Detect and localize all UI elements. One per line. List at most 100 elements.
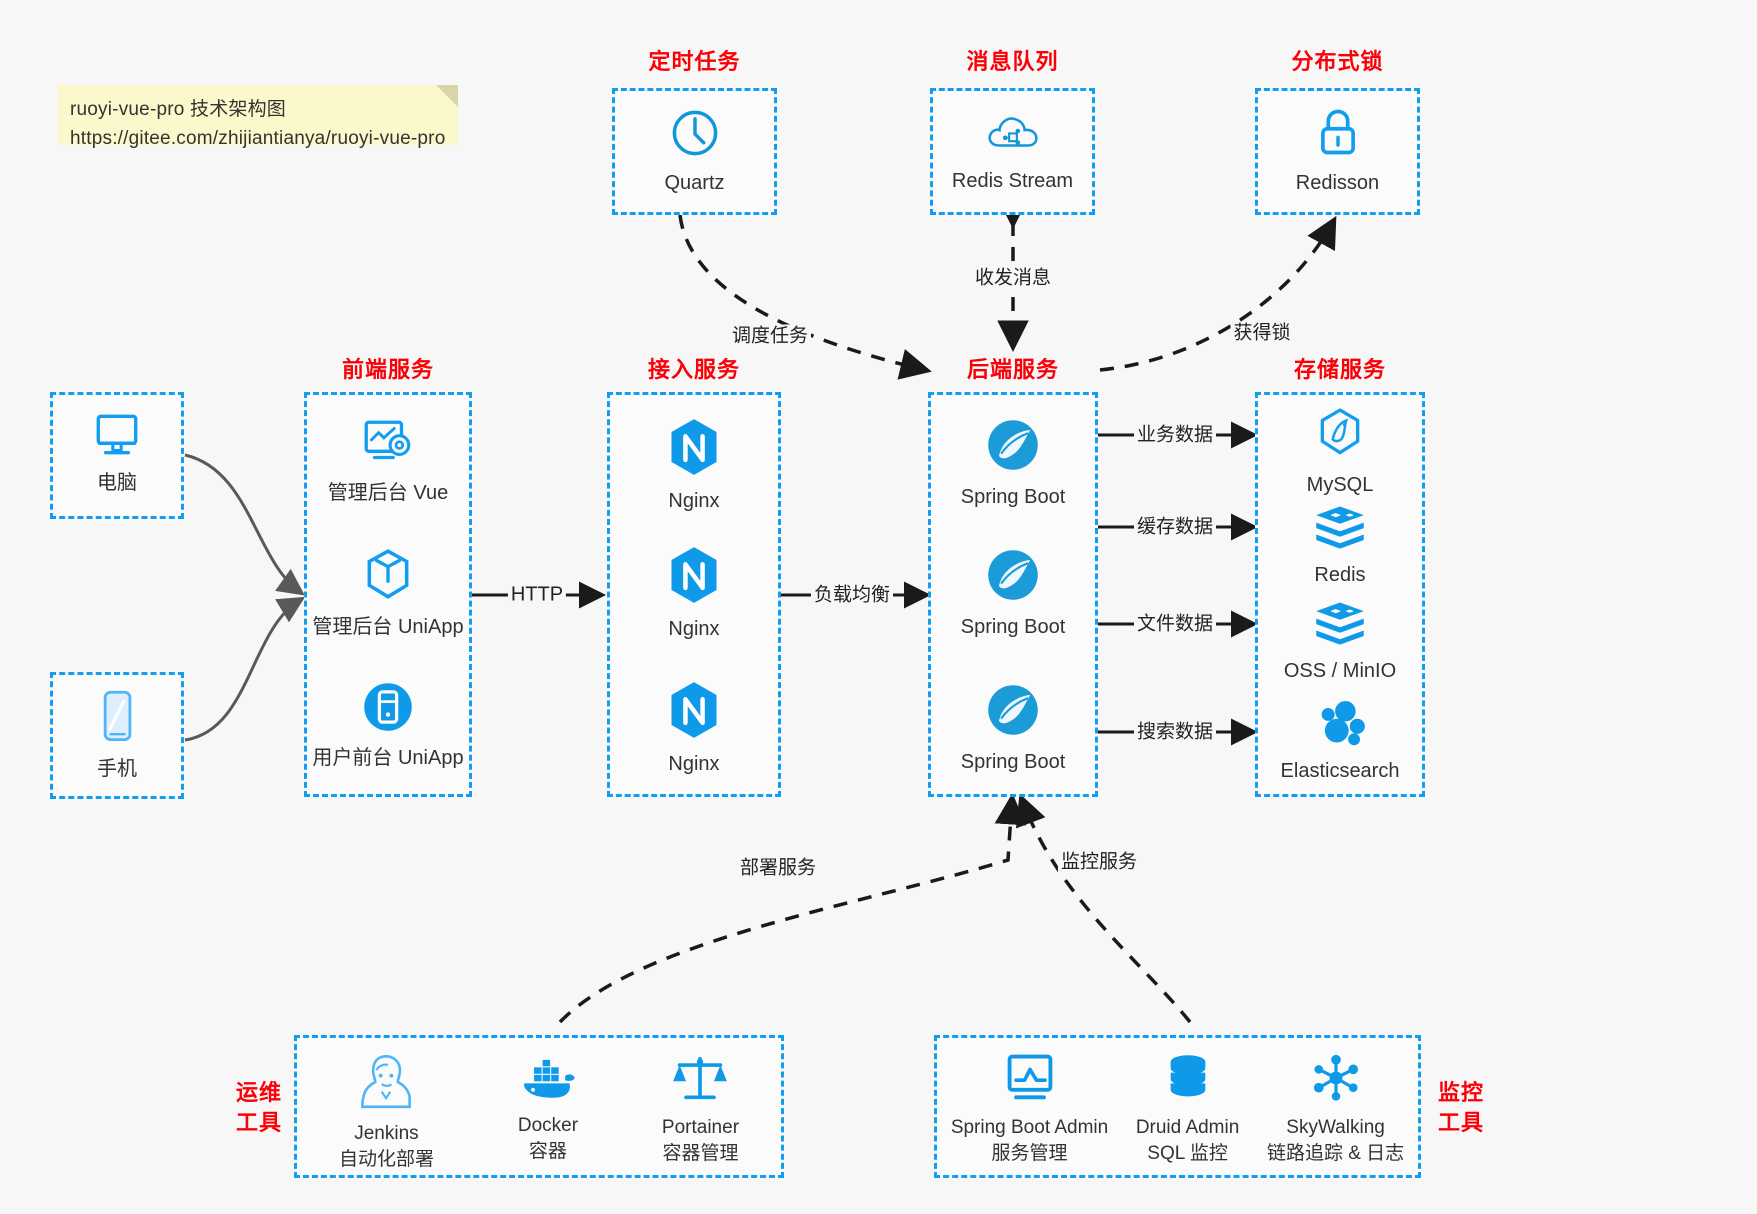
group-title-ops-tools: 运维 工具 xyxy=(228,1078,290,1138)
group-title-distributed-lock: 分布式锁 xyxy=(1291,49,1384,74)
node-sublabel: 服务管理 xyxy=(991,1143,1068,1164)
nginx-icon xyxy=(610,545,778,610)
group-distributed-lock[interactable]: Redisson xyxy=(1255,88,1420,215)
ops-title-line1: 运维 xyxy=(235,1080,282,1105)
node-docker[interactable]: Docker 容器 xyxy=(518,1052,578,1165)
node-nginx-2[interactable]: Nginx xyxy=(610,545,778,642)
node-label: Docker xyxy=(517,1115,579,1136)
spring-icon xyxy=(931,682,1095,743)
group-client-mobile[interactable]: 手机 xyxy=(50,672,184,799)
node-label: Spring Boot xyxy=(960,616,1066,638)
dashboard-icon xyxy=(307,417,469,474)
node-mysql[interactable]: MySQL xyxy=(1258,407,1422,498)
node-admin-vue[interactable]: 管理后台 Vue xyxy=(307,417,469,506)
group-ops-tools[interactable]: Jenkins 自动化部署 xyxy=(294,1035,784,1178)
cube-icon xyxy=(307,547,469,608)
edge-label-load-balance: 负载均衡 xyxy=(810,583,894,607)
node-label: Spring Boot xyxy=(960,751,1066,773)
node-spring-boot-2[interactable]: Spring Boot xyxy=(931,547,1095,640)
node-redis[interactable]: Redis xyxy=(1258,503,1422,588)
group-monitor-tools[interactable]: Spring Boot Admin 服务管理 Druid Admin SQL 监… xyxy=(934,1035,1421,1178)
oss-icon xyxy=(1258,599,1422,652)
node-mobile[interactable]: 手机 xyxy=(53,689,181,782)
node-jenkins[interactable]: Jenkins 自动化部署 xyxy=(339,1052,434,1173)
node-sublabel: 自动化部署 xyxy=(338,1149,434,1170)
monitor-title-line1: 监控 xyxy=(1437,1080,1484,1105)
node-label: OSS / MinIO xyxy=(1283,660,1397,682)
node-label: Quartz xyxy=(664,172,725,194)
node-label: Spring Boot Admin xyxy=(950,1117,1109,1138)
ops-title-line2: 工具 xyxy=(235,1110,282,1135)
nginx-icon xyxy=(610,417,778,482)
group-title-storage: 存储服务 xyxy=(1293,357,1386,382)
node-label: Jenkins xyxy=(354,1123,419,1144)
node-quartz[interactable]: Quartz xyxy=(615,107,774,196)
node-elasticsearch[interactable]: Elasticsearch xyxy=(1258,697,1422,784)
node-label: Redis Stream xyxy=(951,170,1074,192)
ops-tools-strip: Jenkins 自动化部署 xyxy=(297,1052,781,1173)
node-label: Elasticsearch xyxy=(1280,760,1400,782)
node-label: SkyWalking xyxy=(1286,1117,1385,1138)
edge-label-deploy-service: 部署服务 xyxy=(736,856,820,880)
node-user-uniapp[interactable]: 用户前台 UniApp xyxy=(307,680,469,771)
node-label: 管理后台 UniApp xyxy=(312,616,464,638)
note-url: https://gitee.com/zhijiantianya/ruoyi-vu… xyxy=(70,128,446,149)
group-title-monitor-tools: 监控 工具 xyxy=(1430,1078,1492,1138)
mysql-icon xyxy=(1258,407,1422,466)
node-nginx-3[interactable]: Nginx xyxy=(610,680,778,777)
node-redis-stream[interactable]: Redis Stream xyxy=(933,107,1092,194)
app-icon xyxy=(307,680,469,739)
node-label: Nginx xyxy=(668,490,720,512)
group-message-queue[interactable]: Redis Stream xyxy=(930,88,1095,215)
mobile-icon xyxy=(53,689,181,750)
group-storage[interactable]: MySQL Redis xyxy=(1255,392,1425,797)
node-redisson[interactable]: Redisson xyxy=(1258,105,1417,196)
edge-desktop-to-frontend xyxy=(184,453,305,596)
edge-label-schedule-task: 调度任务 xyxy=(728,324,812,348)
desktop-icon xyxy=(53,411,181,464)
node-oss-minio[interactable]: OSS / MinIO xyxy=(1258,599,1422,684)
node-desktop[interactable]: 电脑 xyxy=(53,411,181,496)
edge-label-business-data: 业务数据 xyxy=(1133,423,1217,447)
node-spring-boot-1[interactable]: Spring Boot xyxy=(931,417,1095,510)
group-backend[interactable]: Spring Boot Spring Boot Spring Boot xyxy=(928,392,1098,797)
elasticsearch-icon xyxy=(1258,697,1422,752)
node-label: Druid Admin xyxy=(1135,1117,1240,1138)
node-skywalking[interactable]: SkyWalking 链路追踪 & 日志 xyxy=(1267,1052,1404,1167)
node-nginx-1[interactable]: Nginx xyxy=(610,417,778,514)
edge-mobile-to-frontend xyxy=(184,596,306,742)
group-title-message-queue: 消息队列 xyxy=(966,49,1059,74)
node-label: Redis xyxy=(1314,564,1366,586)
edge-label-cache-data: 缓存数据 xyxy=(1133,515,1217,539)
cloud-stream-icon xyxy=(933,107,1092,162)
group-gateway[interactable]: Nginx Nginx Nginx xyxy=(607,392,781,797)
node-sublabel: SQL 监控 xyxy=(1147,1143,1228,1164)
node-admin-uniapp[interactable]: 管理后台 UniApp xyxy=(307,547,469,640)
node-label: Nginx xyxy=(668,753,720,775)
edge-label-send-receive-message: 收发消息 xyxy=(971,266,1055,290)
spring-icon xyxy=(931,417,1095,478)
scales-icon xyxy=(671,1056,729,1108)
node-label: 电脑 xyxy=(97,472,137,494)
node-spring-boot-admin[interactable]: Spring Boot Admin 服务管理 xyxy=(951,1052,1108,1167)
clock-icon xyxy=(615,107,774,164)
jenkins-icon xyxy=(358,1055,414,1114)
group-title-gateway: 接入服务 xyxy=(647,357,740,382)
node-druid-admin[interactable]: Druid Admin SQL 监控 xyxy=(1135,1052,1240,1167)
node-portainer[interactable]: Portainer 容器管理 xyxy=(662,1052,739,1167)
edge-backend-to-redisson xyxy=(1099,215,1337,372)
edge-label-acquire-lock: 获得锁 xyxy=(1230,321,1294,345)
spring-icon xyxy=(931,547,1095,608)
monitor-title-line2: 工具 xyxy=(1437,1110,1484,1135)
node-label: 手机 xyxy=(97,758,137,780)
group-scheduled-task[interactable]: Quartz xyxy=(612,88,777,215)
group-client-desktop[interactable]: 电脑 xyxy=(50,392,184,519)
node-sublabel: 容器 xyxy=(528,1141,567,1162)
monitor-chart-icon xyxy=(1001,1054,1059,1108)
node-spring-boot-3[interactable]: Spring Boot xyxy=(931,682,1095,775)
edge-label-file-data: 文件数据 xyxy=(1133,612,1217,636)
node-sublabel: 链路追踪 & 日志 xyxy=(1266,1143,1405,1164)
monitor-tools-strip: Spring Boot Admin 服务管理 Druid Admin SQL 监… xyxy=(937,1052,1418,1167)
group-frontend[interactable]: 管理后台 Vue 管理后台 UniApp 用户前台 UniApp xyxy=(304,392,472,797)
